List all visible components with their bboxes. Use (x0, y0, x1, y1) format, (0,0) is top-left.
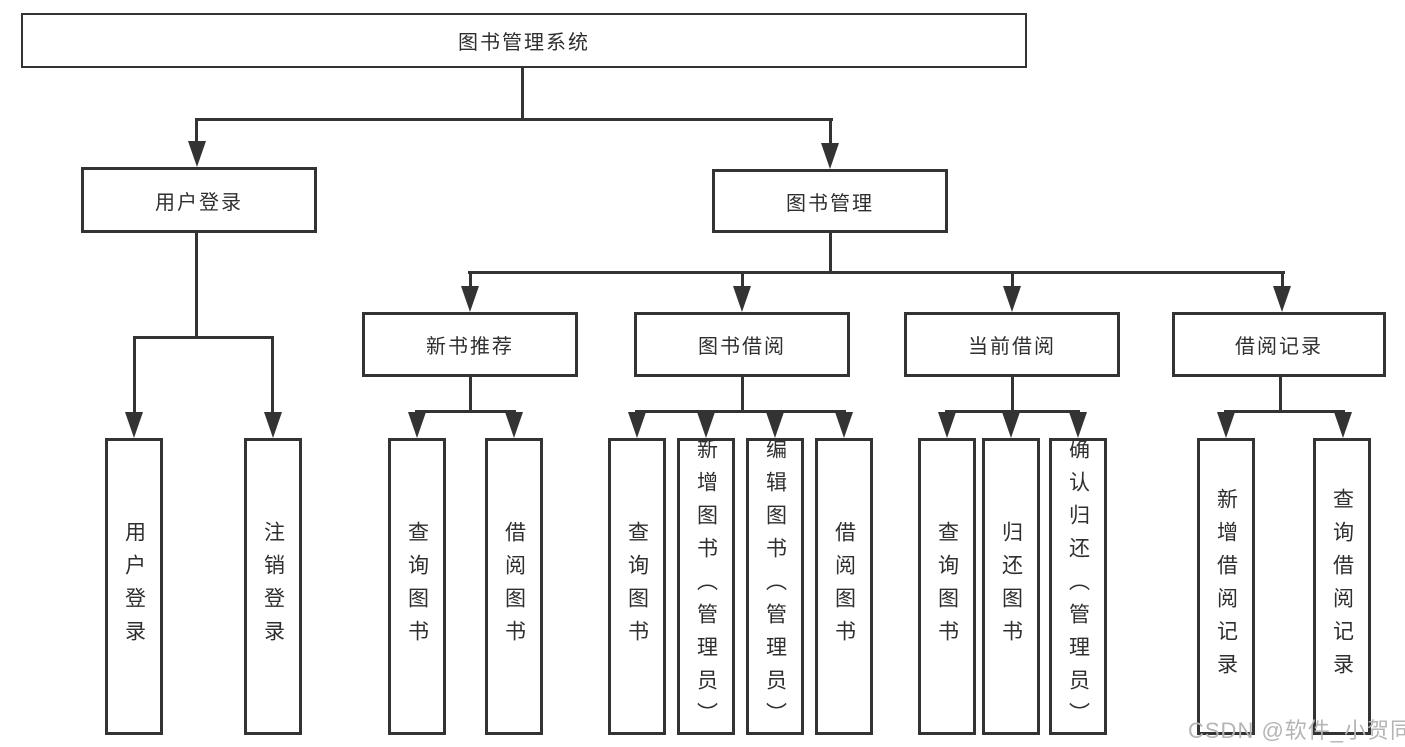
leaf-user-login: 用户登录 (105, 438, 163, 735)
node-label: 查询图书 (625, 520, 649, 653)
arrow-down-icon (821, 143, 839, 169)
node-label: 图书管理系统 (458, 32, 590, 54)
node-label: 查询图书 (405, 520, 429, 653)
node-label: 新增借阅记录 (1214, 487, 1238, 686)
arrow-down-icon (1273, 286, 1291, 312)
node-label: 借阅图书 (832, 520, 856, 653)
node-label: 新书推荐 (426, 336, 514, 358)
node-label: 查询图书 (935, 520, 959, 653)
leaf-borrow-books-recommend: 借阅图书 (485, 438, 543, 735)
arrow-down-icon (264, 412, 282, 438)
node-label: 当前借阅 (968, 336, 1056, 358)
connector-line (741, 271, 744, 291)
leaf-add-book-admin: 新增图书（管理员） (677, 438, 735, 735)
arrow-down-icon (461, 286, 479, 312)
connector-line (133, 336, 136, 414)
arrow-down-icon (938, 412, 956, 438)
node-book-management: 图书管理 (712, 169, 948, 233)
leaf-query-books-recommend: 查询图书 (388, 438, 446, 735)
arrow-down-icon (1003, 286, 1021, 312)
arrow-down-icon (697, 412, 715, 438)
leaf-edit-book-admin: 编辑图书（管理员） (746, 438, 804, 735)
connector-line (1011, 271, 1014, 291)
node-book-borrowing: 图书借阅 (634, 312, 850, 377)
node-borrowing-records: 借阅记录 (1172, 312, 1386, 377)
connector-line (945, 410, 1080, 413)
connector-line (521, 68, 524, 120)
node-label: 注销登录 (261, 520, 285, 653)
arrow-down-icon (733, 286, 751, 312)
leaf-borrow-books: 借阅图书 (815, 438, 873, 735)
connector-line (741, 377, 744, 412)
node-label: 确认归还（管理员） (1066, 438, 1090, 735)
node-label: 借阅记录 (1235, 336, 1323, 358)
node-label: 新增图书（管理员） (694, 438, 718, 735)
connector-line (195, 118, 833, 121)
connector-line (195, 233, 198, 338)
node-label: 借阅图书 (502, 520, 526, 653)
arrow-down-icon (408, 412, 426, 438)
node-current-borrowing: 当前借阅 (904, 312, 1120, 377)
connector-line (1224, 410, 1345, 413)
arrow-down-icon (628, 412, 646, 438)
node-root-system: 图书管理系统 (21, 13, 1027, 68)
leaf-query-books-borrowing: 查询图书 (608, 438, 666, 735)
leaf-query-borrow-record: 查询借阅记录 (1313, 438, 1371, 735)
connector-line (1279, 375, 1282, 412)
connector-line (635, 410, 846, 413)
node-label: 用户登录 (122, 520, 146, 653)
leaf-confirm-return-admin: 确认归还（管理员） (1049, 438, 1107, 735)
node-label: 查询借阅记录 (1330, 487, 1354, 686)
node-label: 图书借阅 (698, 336, 786, 358)
connector-line (469, 377, 472, 412)
leaf-return-books: 归还图书 (982, 438, 1040, 735)
csdn-watermark: CSDN @软件_小贺同学 (1188, 718, 1405, 743)
arrow-down-icon (1334, 412, 1352, 438)
arrow-down-icon (188, 141, 206, 167)
connector-line (195, 118, 198, 146)
arrow-down-icon (1002, 412, 1020, 438)
connector-line (133, 336, 274, 339)
connector-line (415, 410, 516, 413)
node-label: 用户登录 (155, 191, 243, 214)
connector-line (271, 336, 274, 414)
connector-line (468, 271, 1285, 274)
arrow-down-icon (505, 412, 523, 438)
connector-line (829, 233, 832, 273)
arrow-down-icon (835, 412, 853, 438)
arrow-down-icon (1069, 412, 1087, 438)
arrow-down-icon (1217, 412, 1235, 438)
connector-line (1281, 271, 1284, 291)
node-new-book-recommend: 新书推荐 (362, 312, 578, 377)
node-label: 图书管理 (786, 192, 874, 215)
node-label: 归还图书 (999, 520, 1023, 653)
connector-line (1011, 377, 1014, 412)
connector-line (469, 271, 472, 291)
connector-line (829, 118, 832, 148)
arrow-down-icon (766, 412, 784, 438)
leaf-logout: 注销登录 (244, 438, 302, 735)
node-user-login: 用户登录 (81, 167, 317, 233)
node-label: 编辑图书（管理员） (763, 438, 787, 735)
leaf-query-books-current: 查询图书 (918, 438, 976, 735)
leaf-add-borrow-record: 新增借阅记录 (1197, 438, 1255, 735)
arrow-down-icon (125, 412, 143, 438)
